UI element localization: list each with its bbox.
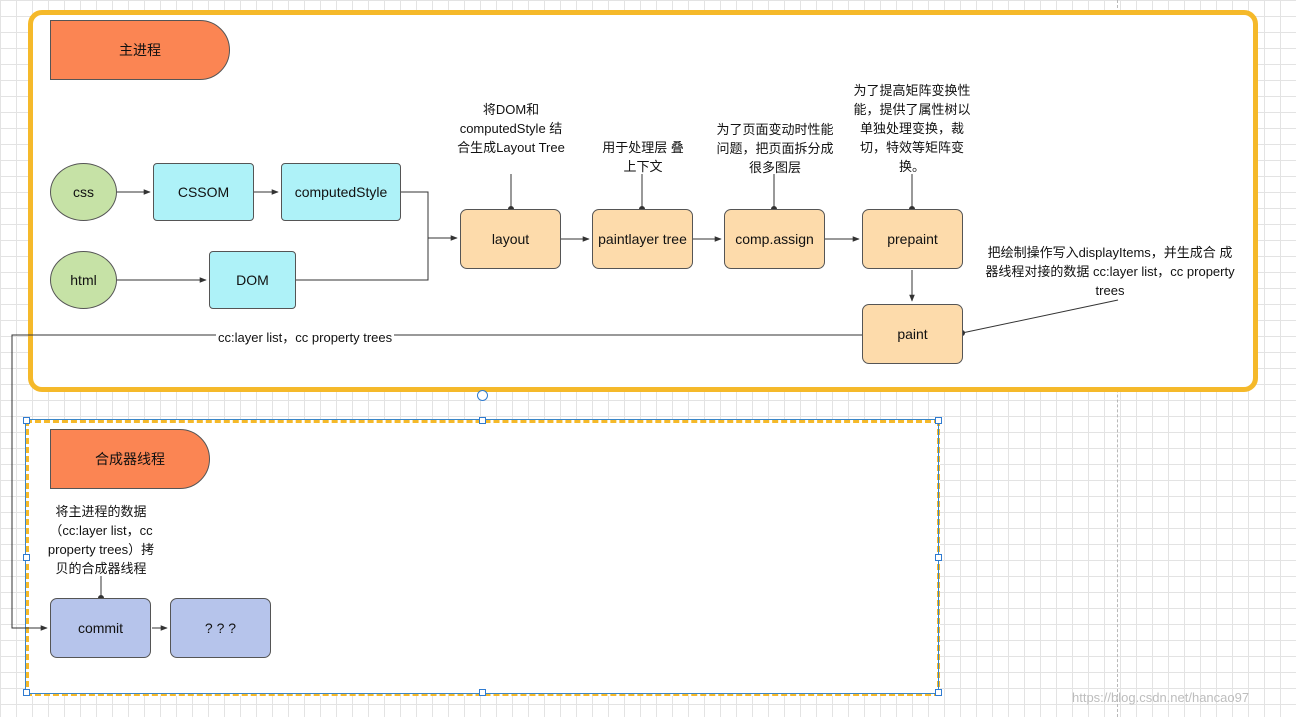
compositor-thread-header[interactable]: 合成器线程: [50, 429, 210, 489]
layout-node[interactable]: layout: [460, 209, 561, 269]
paintlayer-tree-node-label: paintlayer tree: [598, 231, 687, 247]
dom-node[interactable]: DOM: [209, 251, 296, 309]
unknown-node[interactable]: ? ? ?: [170, 598, 271, 658]
commit-node[interactable]: commit: [50, 598, 151, 658]
paint-node-label: paint: [897, 326, 928, 342]
compositor-thread-title: 合成器线程: [95, 451, 165, 467]
rotate-handle[interactable]: [477, 390, 488, 401]
edge-paint-commit: [11, 334, 862, 631]
prepaint-node[interactable]: prepaint: [862, 209, 963, 269]
watermark: https://blog.csdn.net/hancao97: [1072, 690, 1250, 705]
dom-node-label: DOM: [236, 272, 269, 288]
resize-handle-n[interactable]: [479, 417, 486, 424]
computedstyle-node[interactable]: computedStyle: [281, 163, 401, 221]
resize-handle-w[interactable]: [23, 554, 30, 561]
prepaint-note: 为了提高矩阵变换性 能，提供了属性树以 单独处理变换，裁 切，特效等矩阵变 换。: [853, 83, 971, 174]
layout-node-label: layout: [491, 231, 530, 247]
main-thread-title: 主进程: [119, 42, 161, 58]
cssom-node-label: CSSOM: [177, 184, 230, 200]
resize-handle-ne[interactable]: [935, 417, 942, 424]
resize-handle-s[interactable]: [479, 689, 486, 696]
cssom-node[interactable]: CSSOM: [153, 163, 254, 221]
css-node[interactable]: css: [50, 163, 117, 221]
commit-node-label: commit: [77, 620, 124, 636]
paint-note: 把绘制操作写入displayItems，并生成合 成器线程对接的数据 cc:la…: [985, 245, 1235, 298]
computedstyle-node-label: computedStyle: [294, 184, 388, 200]
css-node-label: css: [73, 184, 94, 200]
html-node[interactable]: html: [50, 251, 117, 309]
edge-dom-layout: [296, 238, 429, 281]
main-thread-header[interactable]: 主进程: [50, 20, 230, 80]
prepaint-node-label: prepaint: [887, 231, 938, 247]
resize-handle-sw[interactable]: [23, 689, 30, 696]
comp-assign-note: 为了页面变动时性能 问题，把页面拆分成 很多图层: [716, 122, 834, 175]
paint-node[interactable]: paint: [862, 304, 963, 364]
unknown-node-label: ? ? ?: [204, 620, 237, 636]
html-node-label: html: [70, 272, 97, 288]
commit-edge-label: cc:layer list，cc property trees: [216, 327, 395, 346]
resize-handle-se[interactable]: [935, 689, 942, 696]
resize-handle-nw[interactable]: [23, 417, 30, 424]
comp-assign-node[interactable]: comp.assign: [724, 209, 825, 269]
resize-handle-e[interactable]: [935, 554, 942, 561]
layout-note: 将DOM和 computedStyle 结合生成Layout Tree: [457, 102, 565, 155]
paintlayer-note: 用于处理层 叠上下文: [602, 140, 684, 174]
edge-computedstyle-layout: [401, 191, 458, 241]
comp-assign-node-label: comp.assign: [735, 231, 814, 247]
commit-note: 将主进程的数据 （cc:layer list，cc property trees…: [47, 504, 155, 576]
paintlayer-tree-node[interactable]: paintlayer tree: [592, 209, 693, 269]
